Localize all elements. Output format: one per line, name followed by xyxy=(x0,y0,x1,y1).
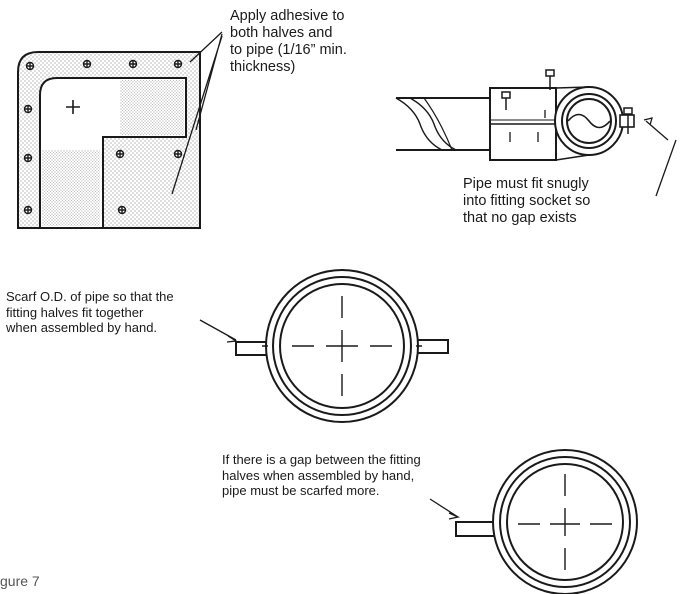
scarf-leader xyxy=(199,319,238,343)
adhesive-line-3: to pipe (1/16” min. xyxy=(230,42,347,58)
adhesive-line-4: thickness) xyxy=(230,59,296,75)
center-crosshair-icon xyxy=(292,296,392,396)
scarf-line-3: when assembled by hand. xyxy=(6,320,158,335)
adhesive-line-1: Apply adhesive to xyxy=(230,8,345,24)
pipe-in-socket xyxy=(395,69,677,197)
gap-line-3: pipe must be scarfed more. xyxy=(222,483,380,498)
scarf-callout: Scarf O.D. of pipe so that the fitting h… xyxy=(6,289,174,336)
scarf-line-2: fitting halves fit together xyxy=(6,304,144,320)
snug-fit-callout: Pipe must fit snugly into fitting socket… xyxy=(463,176,590,227)
adhesive-line-2: both halves and xyxy=(230,25,333,41)
screws xyxy=(501,69,633,134)
fitting-ring-scarfed xyxy=(199,269,449,423)
center-mark-icon xyxy=(66,100,80,114)
gap-line-1: If there is a gap between the fitting xyxy=(222,452,421,467)
fitting-ring-gap xyxy=(429,449,638,594)
gap-callout: If there is a gap between the fitting ha… xyxy=(222,452,421,499)
elbow-fitting-half xyxy=(17,31,223,229)
bolt-holes xyxy=(23,59,183,215)
figure-caption: gure 7 xyxy=(0,573,40,589)
snug-fit-leader xyxy=(645,120,677,197)
gap-line-2: halves when assembled by hand, xyxy=(222,467,415,483)
snug-line-3: that no gap exists xyxy=(463,210,577,226)
adhesive-leader-lines xyxy=(171,31,223,195)
gap-leader xyxy=(429,498,461,520)
pipe-body xyxy=(396,97,492,151)
snug-line-2: into fitting socket so xyxy=(463,193,591,209)
scarf-line-1: Scarf O.D. of pipe so that the xyxy=(6,289,174,304)
snug-line-1: Pipe must fit snugly xyxy=(463,176,589,192)
adhesive-callout: Apply adhesive to both halves and to pip… xyxy=(230,8,347,76)
